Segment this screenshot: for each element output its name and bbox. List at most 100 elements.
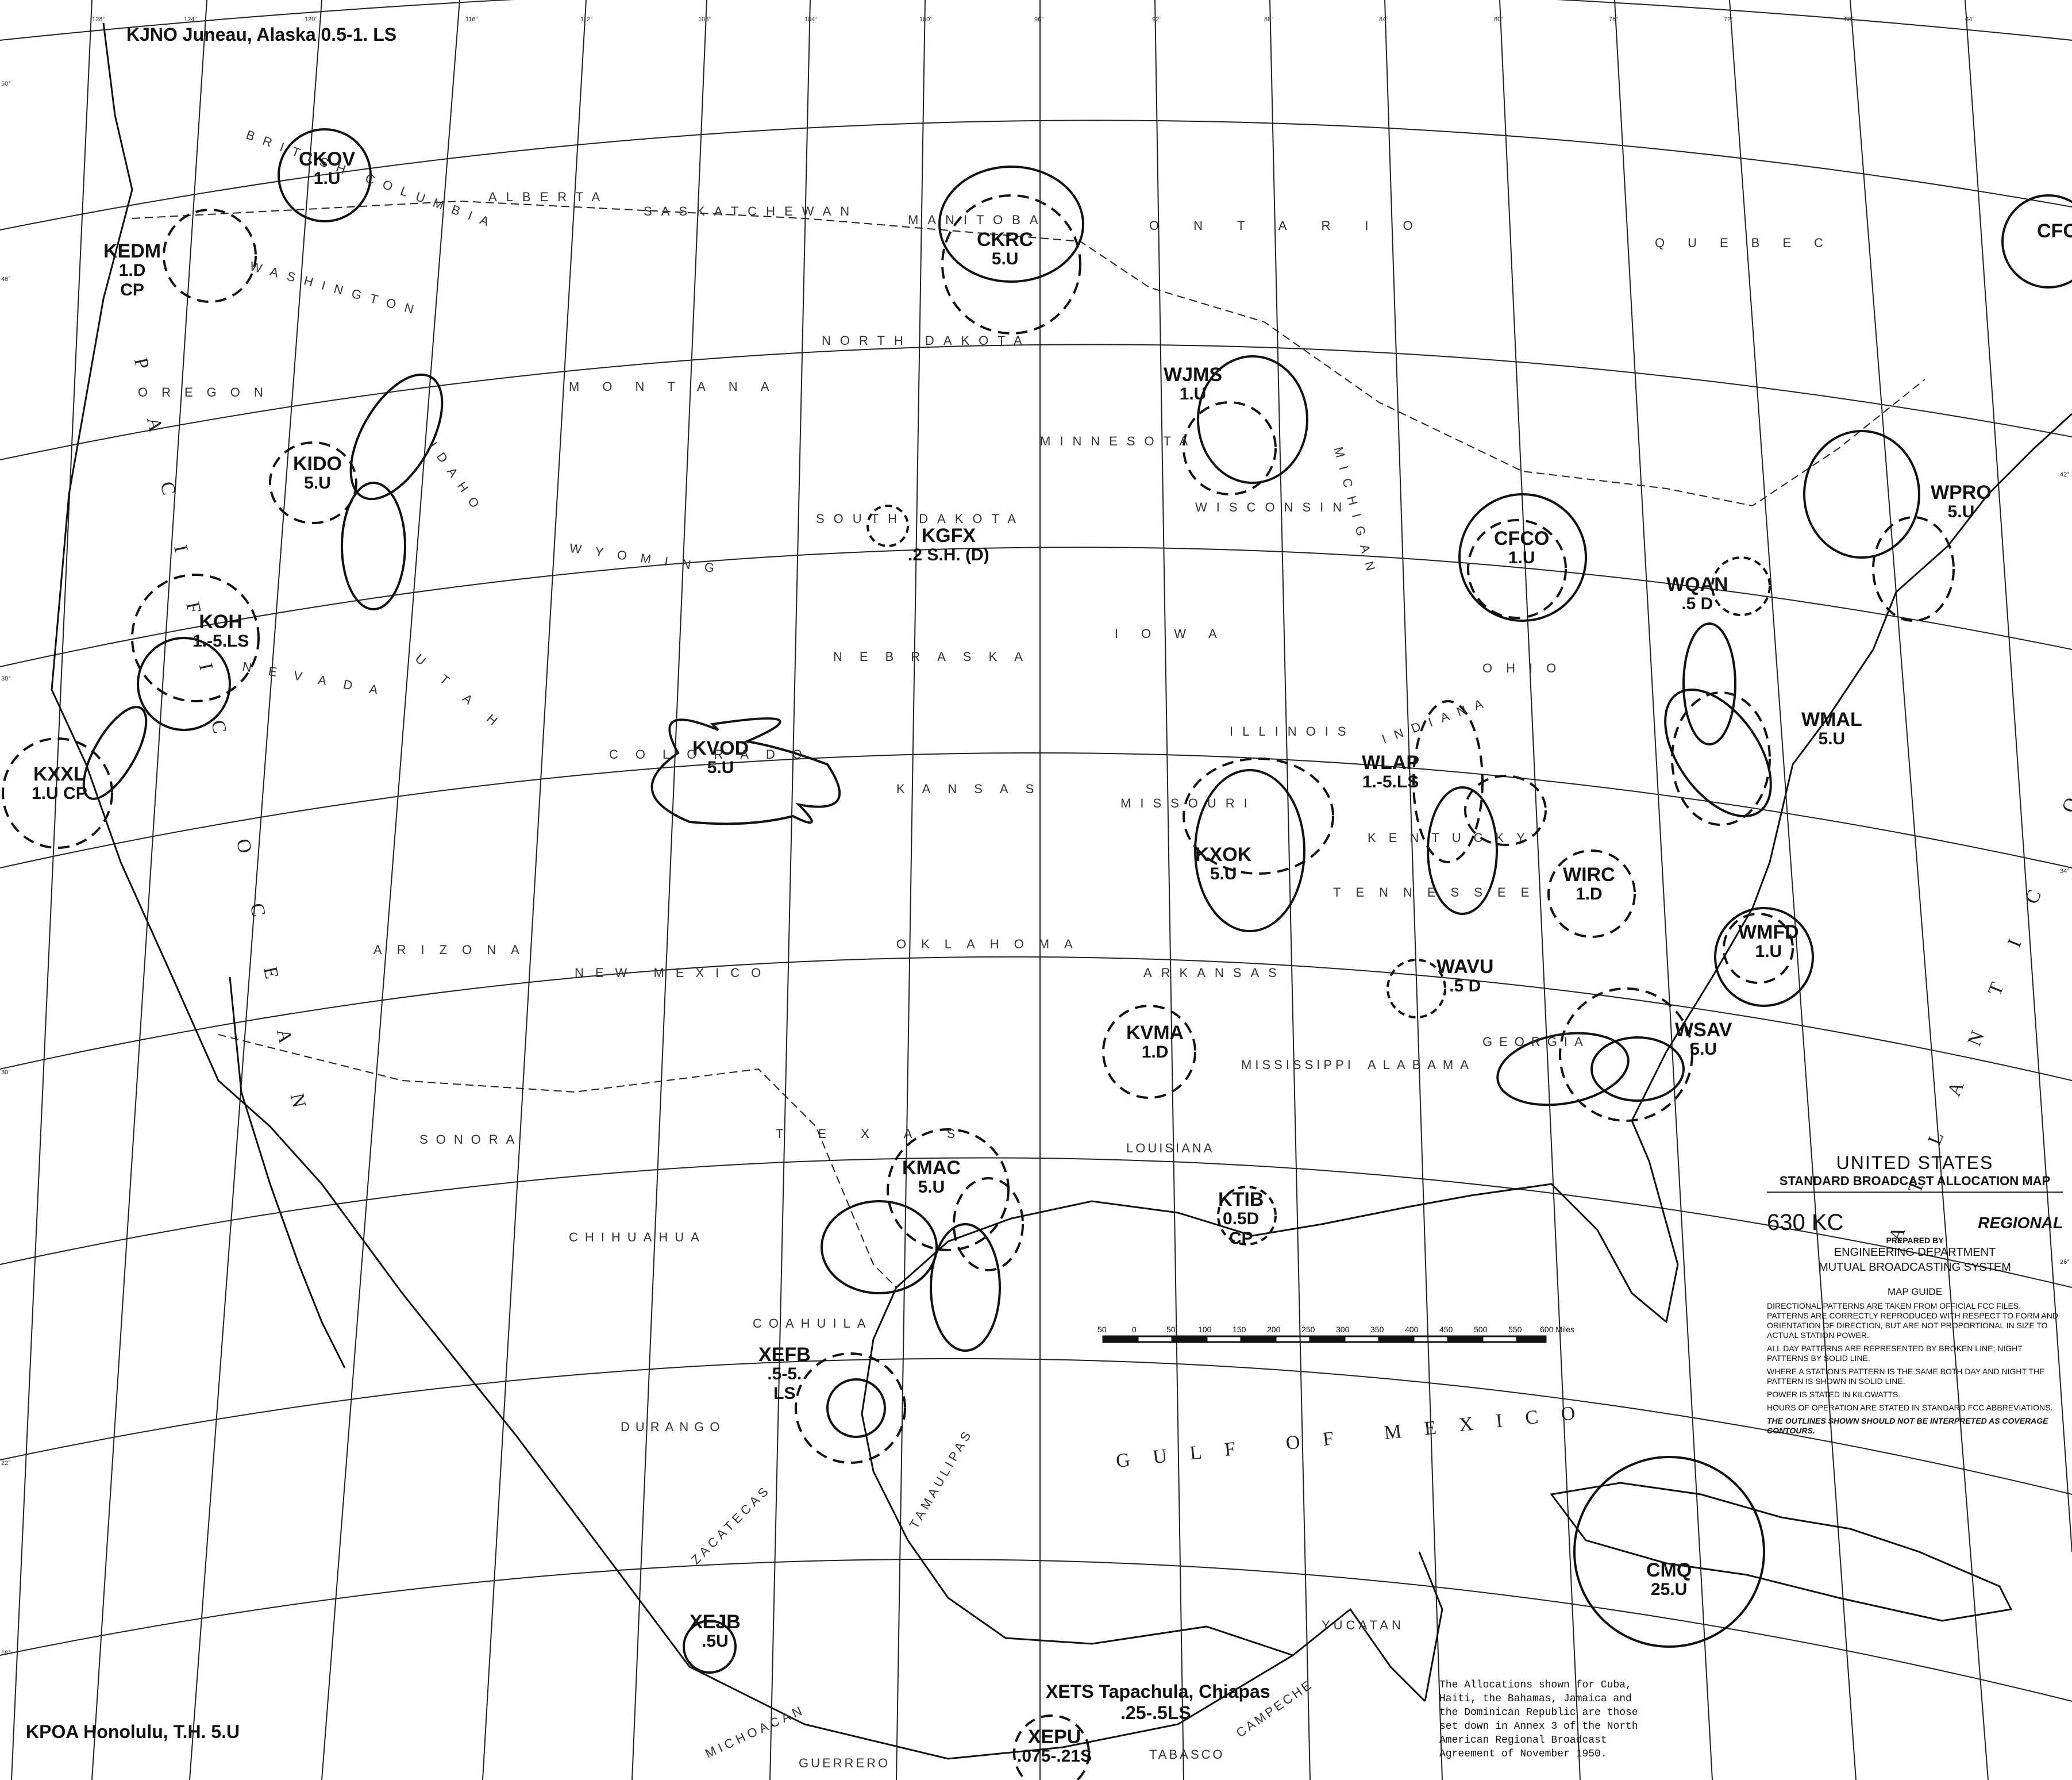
station-power: 1.U xyxy=(313,169,341,188)
map-guide: DIRECTIONAL PATTERNS ARE TAKEN FROM OFFI… xyxy=(1767,1301,2063,1436)
lat-label: 50° xyxy=(1,80,11,87)
region-quebec: QUEBEC xyxy=(1655,236,1846,250)
pattern-kxxl xyxy=(2,706,148,849)
station-class: REGIONAL xyxy=(1978,1213,2063,1232)
station-power: 1.D xyxy=(1575,885,1603,904)
station-call: KVOD xyxy=(692,737,749,759)
station-call: WQAN xyxy=(1666,574,1728,595)
station-power: 5.U xyxy=(1210,864,1237,883)
station-power: .5 D xyxy=(1449,976,1481,995)
scale-tick: 150 xyxy=(1233,1325,1246,1334)
station-extra: CP xyxy=(120,280,144,299)
station-power: 1.-5.LS xyxy=(192,632,249,651)
station-call: CKRC xyxy=(977,229,1034,251)
station-wavu: WAVU.5 D xyxy=(1436,957,1493,996)
lat-label: 42° xyxy=(2060,471,2070,478)
pattern-wpro xyxy=(1803,430,1955,622)
station-extra: LS xyxy=(773,1384,796,1403)
prepared-by: PREPARED BY xyxy=(1886,1236,1944,1245)
region-oklahoma: OKLAHOMA xyxy=(896,937,1088,951)
station-power: 5.U xyxy=(304,474,331,493)
region-kentucky: KENTUCKY xyxy=(1368,831,1538,845)
region-georgia: GEORGIA xyxy=(1482,1035,1590,1049)
pattern-wirc xyxy=(1547,849,1636,938)
scale-bar xyxy=(1102,1335,1547,1343)
station-wqan: WQAN.5 D xyxy=(1666,575,1728,614)
scale-tick: 500 xyxy=(1474,1325,1488,1334)
station-power: 1.-5.LS xyxy=(1362,772,1419,791)
region-minnesota: MINNESOTA xyxy=(1040,434,1197,448)
allocation-note: The Allocations shown for Cuba, Haiti, t… xyxy=(1439,1679,1638,1760)
org-line-1: ENGINEERING DEPARTMENT xyxy=(1834,1246,1996,1259)
title-block: UNITED STATES STANDARD BROADCAST ALLOCAT… xyxy=(1767,1152,2063,1439)
region-durango: DURANGO xyxy=(621,1420,726,1434)
pattern-wsav xyxy=(1496,987,1693,1122)
station-call: KVMA xyxy=(1126,1022,1184,1044)
region-montana: MONTANA xyxy=(569,379,792,394)
lon-label: 120° xyxy=(305,16,318,23)
lon-label: 68° xyxy=(1844,16,1854,23)
region-arkansas: ARKANSAS xyxy=(1143,966,1286,980)
lon-label: 100° xyxy=(919,16,933,23)
coastline xyxy=(51,22,2072,1760)
pattern-wjms xyxy=(1183,355,1308,495)
guide-disclaimer: THE OUTLINES SHOWN SHOULD NOT BE INTERPR… xyxy=(1767,1416,2048,1435)
lon-label: 72° xyxy=(1724,16,1734,23)
pattern-kxok xyxy=(1183,758,1334,932)
station-call: KIDO xyxy=(293,453,342,475)
station-power: 1.U xyxy=(1508,548,1535,567)
station-cfc: CFC xyxy=(2037,221,2072,241)
lon-label: 128° xyxy=(92,16,105,23)
station-call: KXOK xyxy=(1195,844,1252,866)
station-power: 1.U xyxy=(1179,385,1207,403)
scale-tick: 400 xyxy=(1405,1325,1419,1334)
station-power: 1.U xyxy=(32,784,59,803)
guide-item: DIRECTIONAL PATTERNS ARE TAKEN FROM OFFI… xyxy=(1767,1301,2058,1340)
station-xefb: XEFB.5-5.LS xyxy=(758,1345,811,1404)
lat-label: 46° xyxy=(1,276,11,283)
region-tennessee: TENNESSEE xyxy=(1333,885,1545,899)
lat-label: 34° xyxy=(2060,868,2070,875)
lon-label: 112° xyxy=(580,16,593,23)
scale-tick: 600 Miles xyxy=(1540,1325,1574,1334)
region-louisiana: LOUISIANA xyxy=(1126,1141,1215,1155)
scale-tick: 450 xyxy=(1439,1325,1453,1334)
station-call: CMQ xyxy=(1646,1559,1692,1581)
region-oregon: OREGON xyxy=(138,385,277,399)
lon-label: 124° xyxy=(184,16,197,23)
pattern-xepu xyxy=(1013,1714,1090,1780)
scale-tick: 50 xyxy=(1097,1325,1107,1334)
region-yucatan: YUCATAN xyxy=(1322,1618,1404,1632)
region-nebraska: NEBRASKA xyxy=(833,649,1040,664)
station-power: 5.U xyxy=(1818,729,1846,748)
pattern-wqan xyxy=(1711,556,1771,616)
map-guide-heading: MAP GUIDE xyxy=(1887,1286,1943,1297)
station-power: 25.U xyxy=(1650,1580,1688,1599)
station-extra: CP xyxy=(1228,1229,1253,1248)
pattern-cfc xyxy=(2001,194,2072,289)
station-power: .5U xyxy=(702,1632,729,1651)
region-sonora: SONORA xyxy=(419,1132,523,1147)
station-xepu: XEPU.075-.21S xyxy=(1017,1727,1092,1766)
frequency-row: 630 KC REGIONAL xyxy=(1767,1210,2063,1236)
region-texas: TEXAS xyxy=(776,1127,990,1141)
station-call: XEFB xyxy=(758,1344,811,1366)
station-call: KEDM xyxy=(103,240,161,262)
pattern-kvma xyxy=(1102,1005,1196,1099)
station-power: 5.U xyxy=(918,1178,945,1197)
scale-tick: 100 xyxy=(1198,1325,1212,1334)
